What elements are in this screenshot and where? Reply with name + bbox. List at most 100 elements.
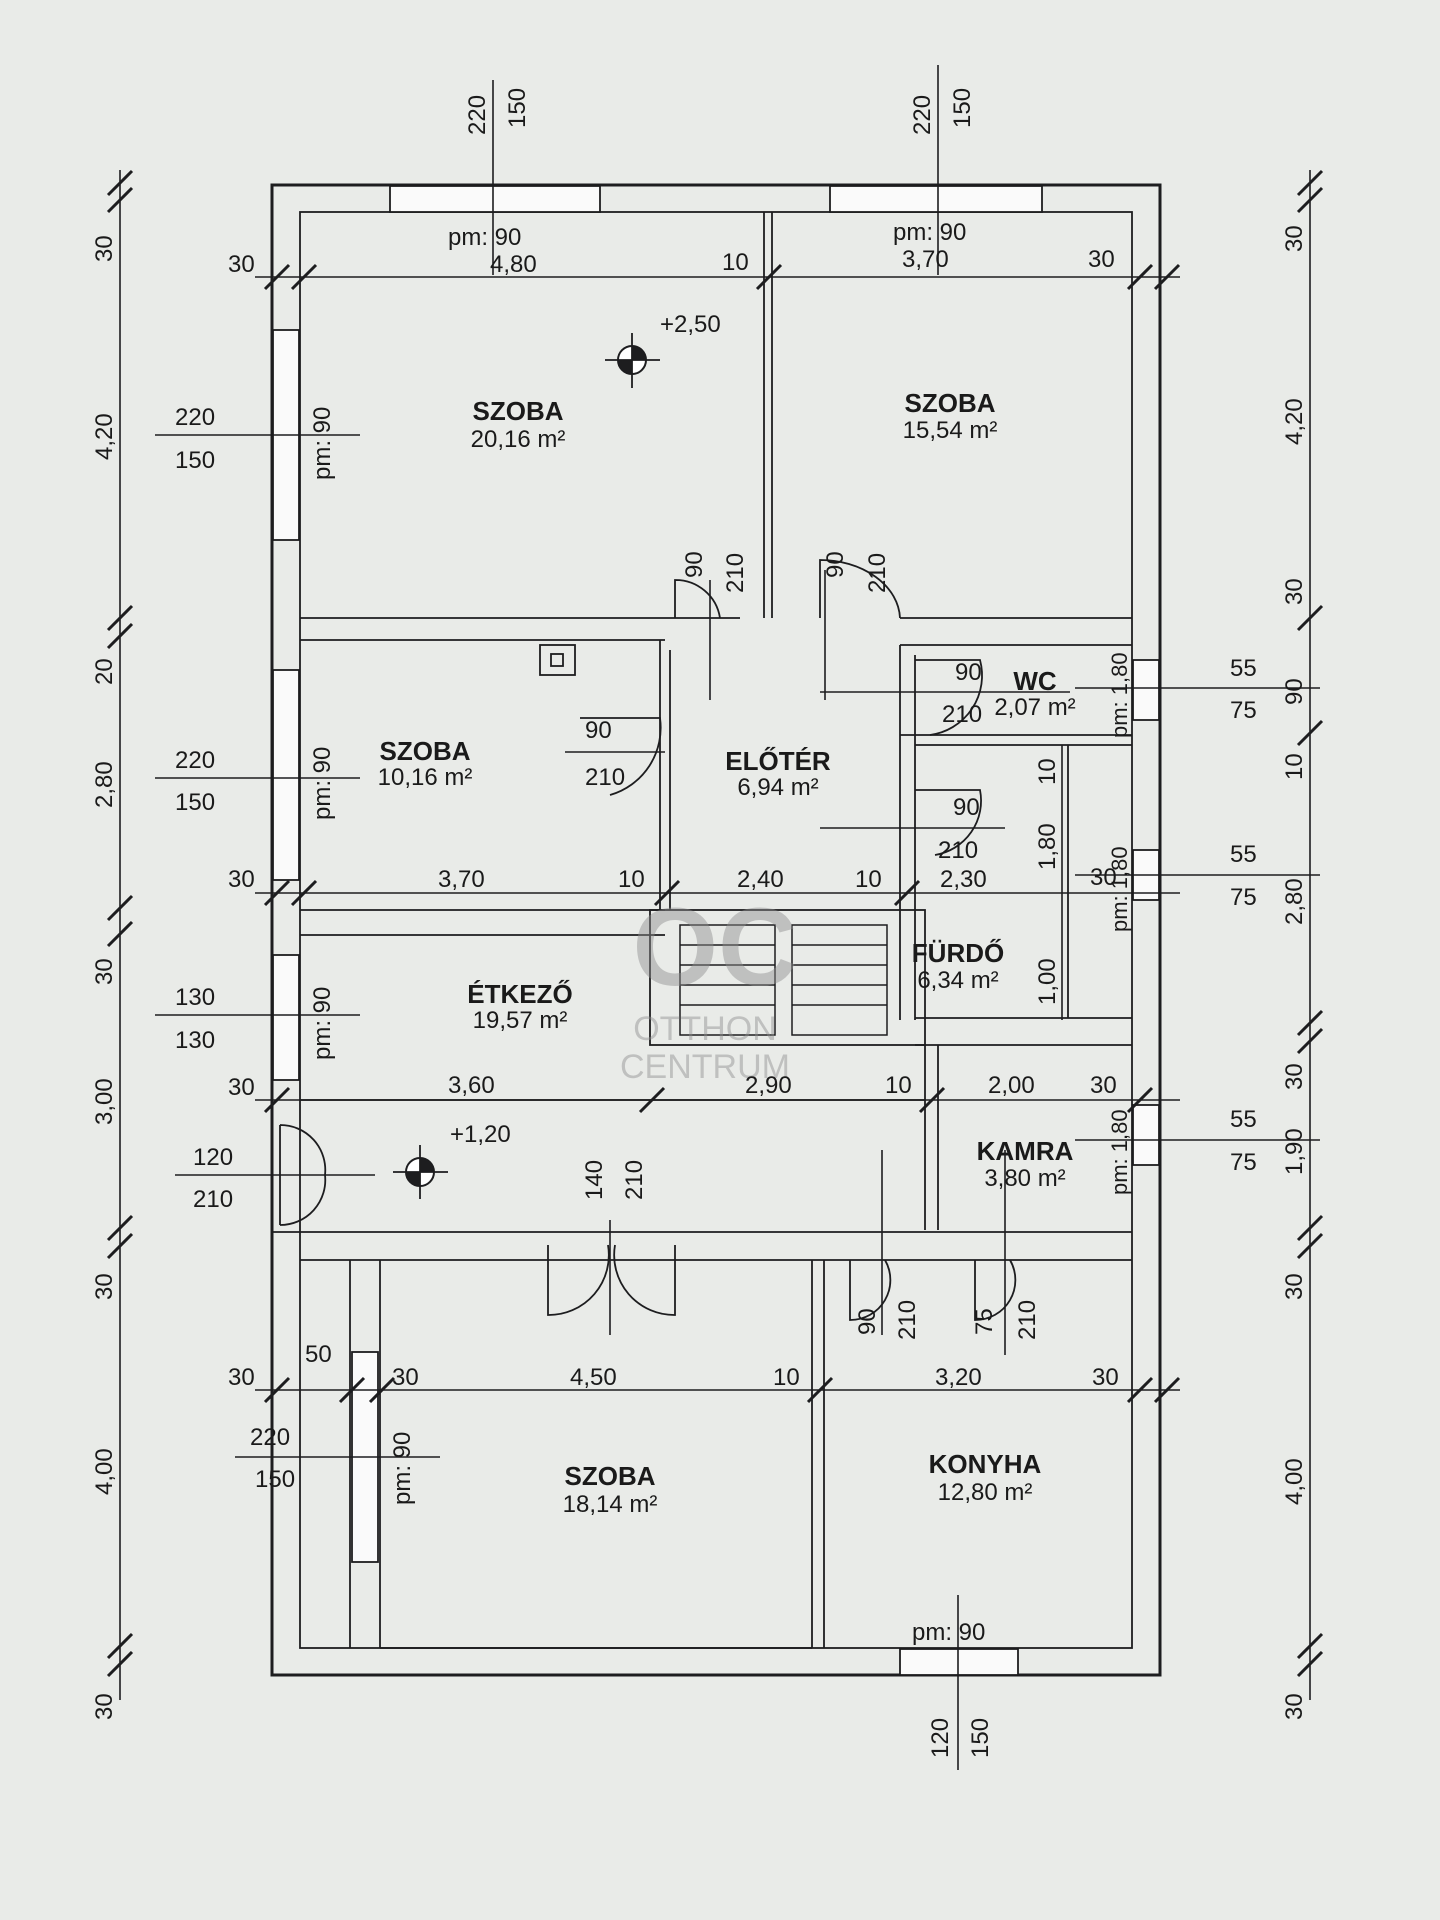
dim-label: 1,90 — [1281, 1128, 1308, 1175]
dim-label: 3,60 — [448, 1072, 495, 1099]
room-area: 19,57 m² — [473, 1007, 568, 1034]
room-area: 2,07 m² — [994, 694, 1075, 721]
watermark-mark: OC — [633, 886, 798, 1009]
dim-label: 2,30 — [940, 866, 987, 893]
door-height: 210 — [1014, 1300, 1041, 1340]
room-name: FÜRDŐ — [912, 938, 1004, 968]
door-height: 210 — [585, 764, 625, 791]
room-name: ÉTKEZŐ — [467, 979, 572, 1009]
window-width: 55 — [1230, 655, 1257, 682]
window-left-2 — [272, 669, 300, 881]
door-bath — [915, 789, 982, 856]
door-szoba-1 — [674, 579, 721, 619]
level-label-lower: +1,20 — [450, 1121, 511, 1148]
window-parapet: pm: 1,80 — [1107, 846, 1132, 932]
dim-label: 30 — [228, 1364, 255, 1391]
window-height: 150 — [175, 789, 215, 816]
dim-label: 30 — [228, 1074, 255, 1101]
window-parapet: pm: 90 — [893, 219, 966, 246]
room-name: WC — [1013, 666, 1057, 696]
window-width: 220 — [175, 404, 215, 431]
room-area: 10,16 m² — [378, 764, 473, 791]
window-bottom — [899, 1648, 1019, 1676]
room-area: 18,14 m² — [563, 1491, 658, 1518]
window-parapet: pm: 90 — [309, 987, 336, 1060]
window-width: 120 — [927, 1718, 954, 1758]
door-height: 210 — [193, 1186, 233, 1213]
dim-label: 3,70 — [438, 866, 485, 893]
room-labels: SZOBA 20,16 m² SZOBA 15,54 m² WC 2,07 m²… — [378, 388, 1076, 1518]
window-height: 150 — [504, 88, 531, 128]
dim-label: 30 — [1281, 225, 1308, 252]
dim-label: 4,20 — [1281, 398, 1308, 445]
dim-label: 3,70 — [902, 246, 949, 273]
room-area: 12,80 m² — [938, 1479, 1033, 1506]
dim-label: 20 — [91, 658, 118, 685]
window-parapet: pm: 90 — [912, 1619, 985, 1646]
dim-label: 10 — [855, 866, 882, 893]
window-width: 55 — [1230, 1106, 1257, 1133]
row3-dimensions: 30 3,60 2,90 10 2,00 30 — [228, 1072, 1117, 1101]
room-name: SZOBA — [905, 388, 996, 418]
dim-label: 10 — [1281, 753, 1308, 780]
window-right-kamra — [1132, 1104, 1160, 1166]
window-left-3 — [272, 954, 300, 1081]
door-marks: 90 210 90 210 90 210 90 210 90 210 140 2… — [581, 551, 1041, 1340]
window-width: 220 — [464, 95, 491, 135]
door-height: 210 — [938, 837, 978, 864]
door-height: 210 — [894, 1300, 921, 1340]
dim-label: 30 — [1281, 578, 1308, 605]
room-name: SZOBA — [565, 1461, 656, 1491]
level-label-upper: +2,50 — [660, 311, 721, 338]
dim-label: 10 — [885, 1072, 912, 1099]
dim-label: 4,80 — [490, 251, 537, 278]
door-width: 120 — [193, 1144, 233, 1171]
dim-label: 4,50 — [570, 1364, 617, 1391]
window-marks: 220 150 pm: 90 220 150 pm: 90 220 150 pm… — [175, 88, 1257, 1758]
room-area: 20,16 m² — [471, 426, 566, 453]
dim-label: 30 — [1090, 864, 1117, 891]
door-kitchen — [849, 1259, 892, 1321]
door-szoba-3 — [580, 717, 662, 796]
dim-label: 10 — [722, 249, 749, 276]
dim-label: 10 — [618, 866, 645, 893]
door-height: 210 — [864, 553, 891, 593]
left-dimensions: 30 4,20 20 2,80 30 3,00 30 4,00 30 — [91, 235, 118, 1720]
window-parapet: pm: 90 — [309, 747, 336, 820]
dim-label: 10 — [773, 1364, 800, 1391]
window-height: 75 — [1230, 697, 1257, 724]
row4-dimensions: 30 50 30 4,50 10 3,20 30 — [228, 1341, 1119, 1391]
room-name: KAMRA — [977, 1136, 1074, 1166]
door-height: 210 — [942, 701, 982, 728]
dim-label: 30 — [1090, 1072, 1117, 1099]
dim-label: 3,00 — [91, 1078, 118, 1125]
door-width: 90 — [822, 551, 849, 578]
bath-dimensions: 10 1,80 1,00 — [1034, 758, 1061, 1005]
room-name: SZOBA — [380, 736, 471, 766]
dim-label: 2,80 — [91, 761, 118, 808]
stairs — [679, 924, 888, 1036]
dim-label: 2,00 — [988, 1072, 1035, 1099]
window-parapet: pm: 90 — [448, 224, 521, 251]
dim-label: 30 — [1281, 1273, 1308, 1300]
room-name: ELŐTÉR — [725, 746, 831, 776]
dim-label: 2,80 — [1281, 878, 1308, 925]
room-name: SZOBA — [473, 396, 564, 426]
window-height: 130 — [175, 1027, 215, 1054]
dim-label: 2,90 — [745, 1072, 792, 1099]
window-width: 55 — [1230, 841, 1257, 868]
dimension-ticks — [106, 169, 1324, 1678]
dim-label: 30 — [1088, 246, 1115, 273]
doors — [279, 559, 1017, 1321]
dim-label: 30 — [1281, 1063, 1308, 1090]
watermark-line2: CENTRUM — [620, 1048, 790, 1086]
room-name: KONYHA — [929, 1449, 1042, 1479]
door-width: 75 — [971, 1308, 998, 1335]
dim-label: 2,40 — [737, 866, 784, 893]
dim-label: 50 — [305, 1341, 332, 1368]
level-marker-icon — [393, 1145, 448, 1199]
dim-label: 4,00 — [1281, 1458, 1308, 1505]
door-width: 90 — [953, 794, 980, 821]
room-area: 3,80 m² — [984, 1165, 1065, 1192]
dim-label: 30 — [91, 1693, 118, 1720]
